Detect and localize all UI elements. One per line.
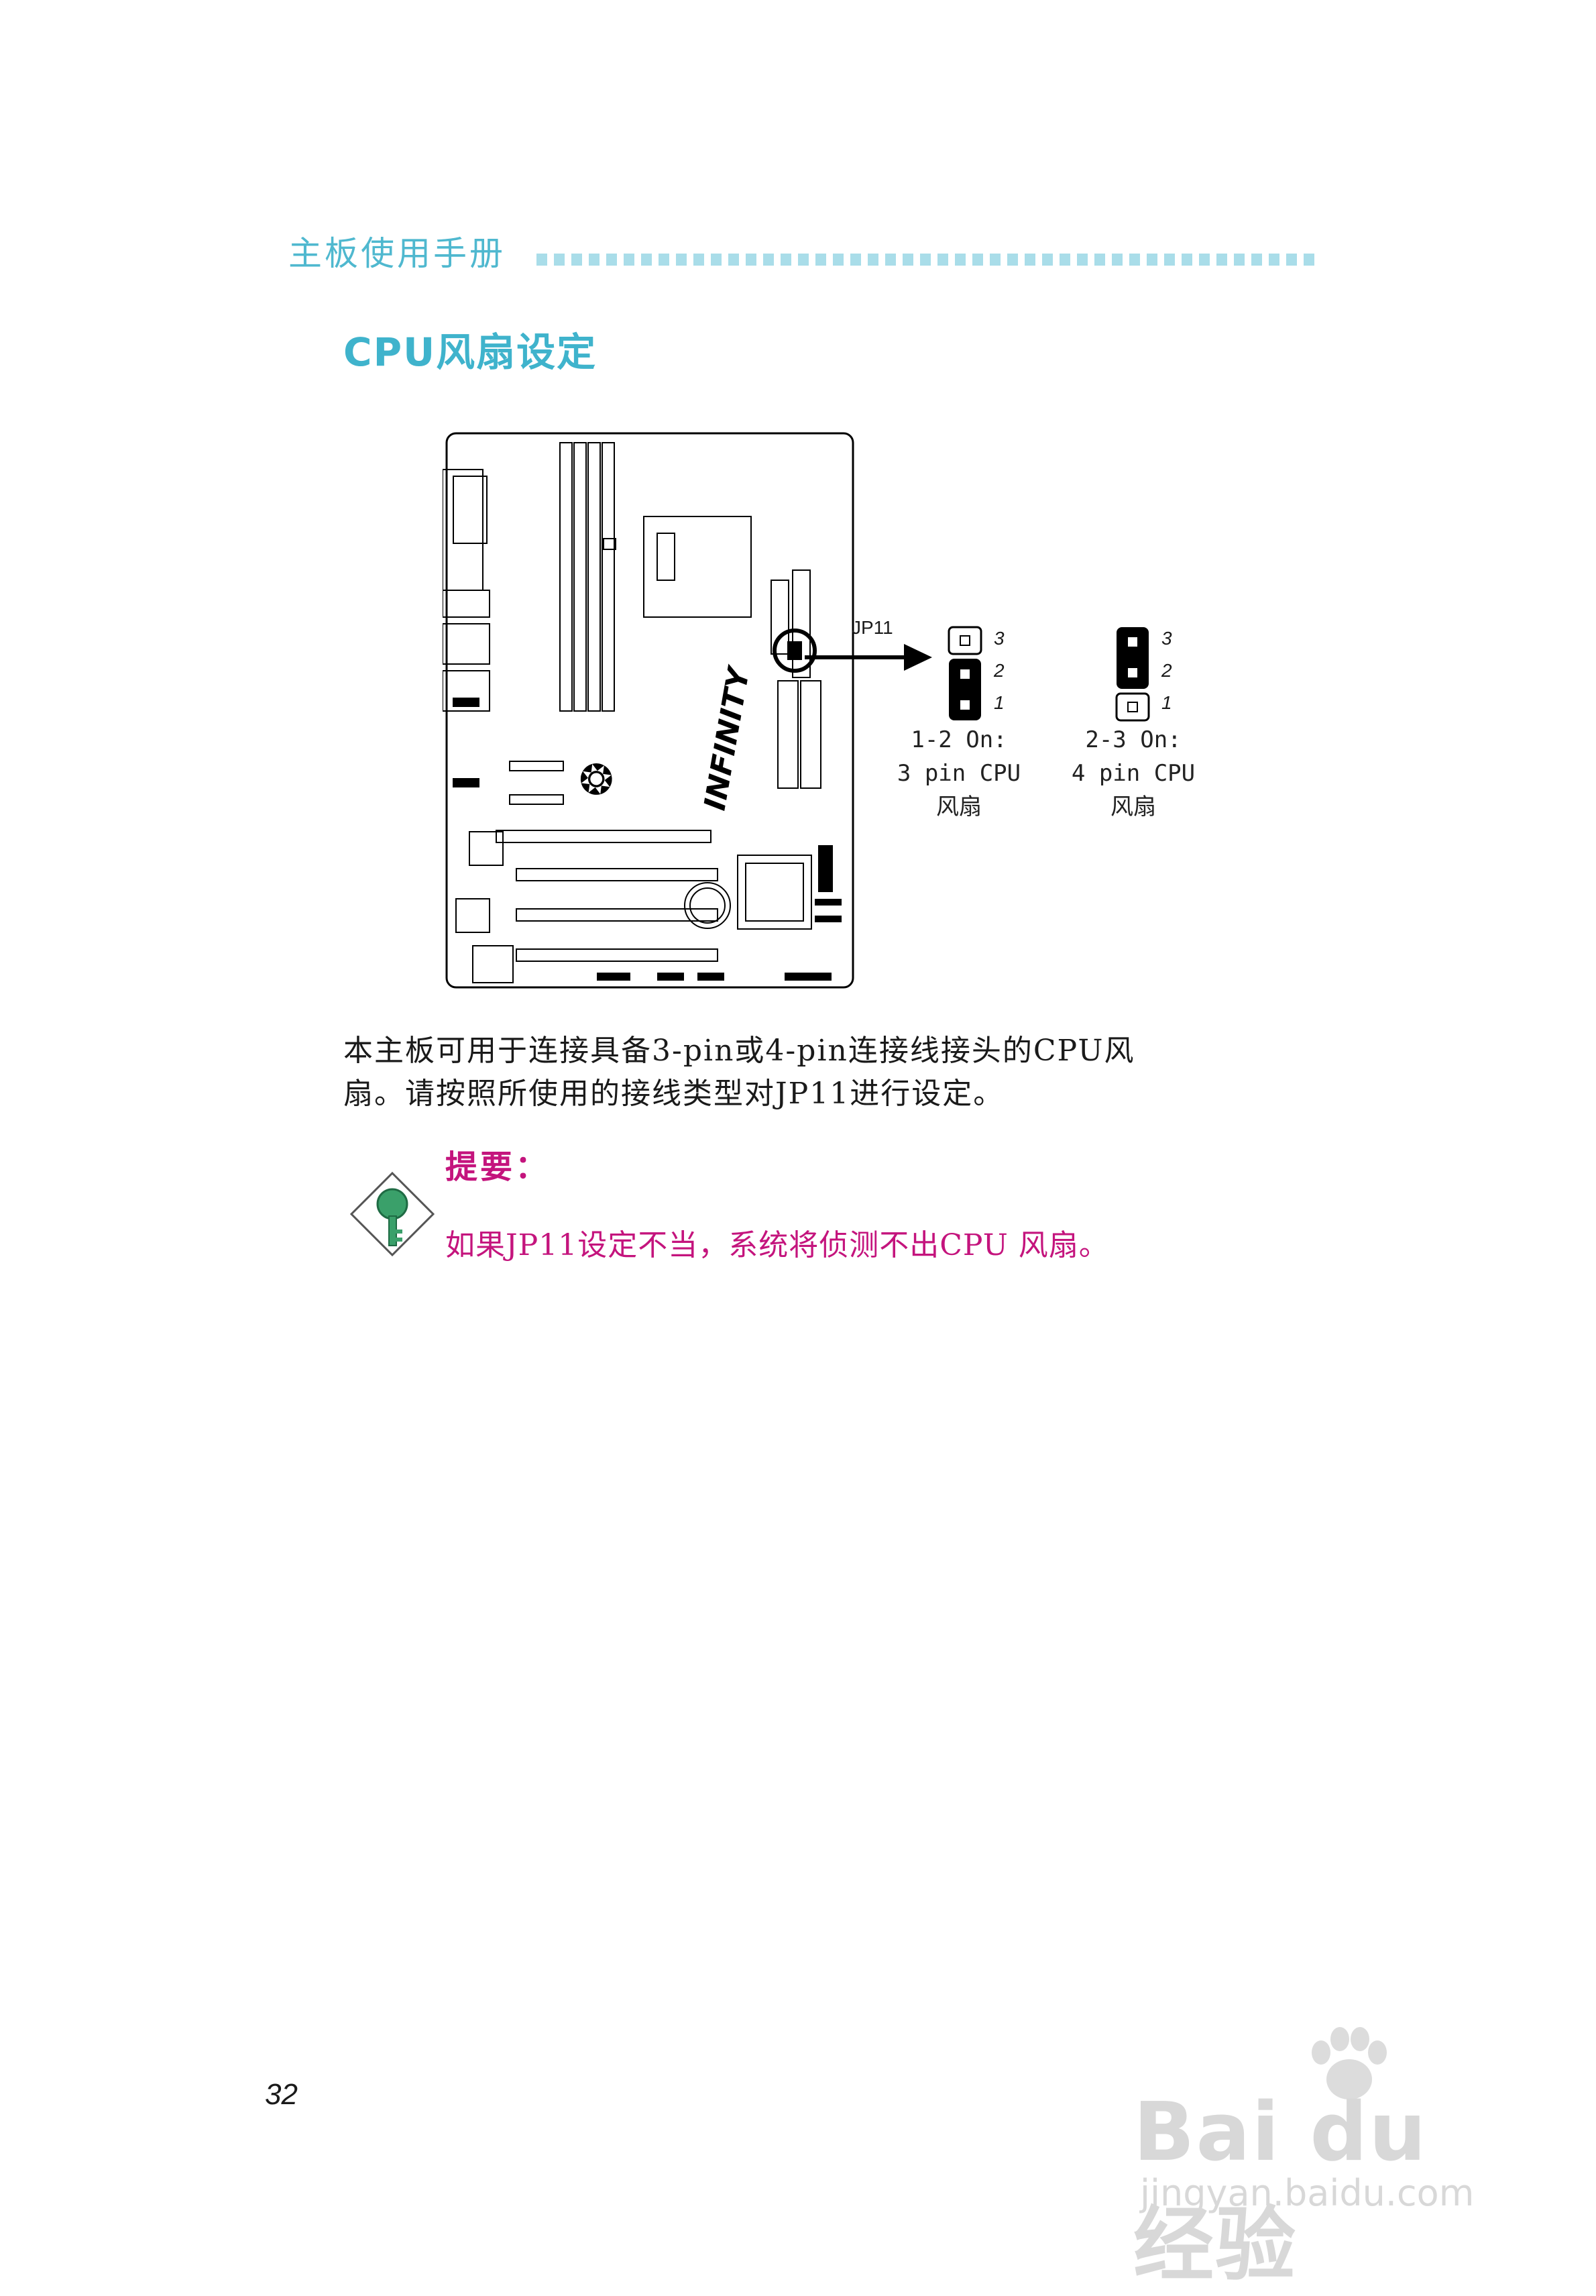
header-dot-rule [536,254,1314,266]
jumper-b-pins [1115,627,1150,722]
jumper-label: JP11 [852,617,893,638]
motherboard-diagram: ❂ INFINITY [443,432,854,989]
arrow-to-jumper [805,644,932,671]
jumper-b-pin-3: 3 [1161,628,1172,649]
manual-header-title: 主板使用手册 [288,234,506,273]
jumper-a-caption-line2: 3 pin CPU [897,760,1021,787]
baidu-watermark: Bai du 经验 jingyan.baidu.com [1133,2026,1509,2292]
jumper-b-caption-line3: 风扇 [1110,794,1156,820]
jumper-b-pin-2: 2 [1161,660,1172,681]
svg-text:❂: ❂ [573,752,620,808]
paw-icon [1312,2027,1387,2099]
key-icon [349,1171,435,1257]
jumper-a-caption: 1-2 On: 3 pin CPU 风扇 [878,723,1039,824]
section-title: CPU风扇设定 [343,329,597,375]
jumper-b-caption-line2: 4 pin CPU [1071,760,1196,787]
svg-text:INFINITY: INFINITY [698,663,757,813]
jumper-a-pins [948,626,982,720]
jumper-a-pin-3: 3 [994,628,1005,649]
watermark-url: jingyan.baidu.com [1140,2172,1475,2214]
jumper-a-caption-line3: 风扇 [936,794,982,820]
jumper-diagram: JP11 3 2 1 3 2 1 1-2 On: 3 pin CPU 风扇 2-… [852,604,1227,832]
jumper-b-caption-line1: 2-3 On: [1085,726,1182,753]
jumper-b-caption: 2-3 On: 4 pin CPU 风扇 [1053,723,1214,824]
jumper-a-pin-1: 1 [994,692,1005,713]
page-number: 32 [265,2078,298,2111]
jumper-b-pin-1: 1 [1161,692,1172,713]
body-paragraph: 本主板可用于连接具备3-pin或4-pin连接线接头的CPU风 扇。请按照所使用… [343,1030,1309,1115]
note-text: 如果JP11设定不当，系统将侦测不出CPU 风扇。 [445,1228,1109,1262]
jumper-a-caption-line1: 1-2 On: [911,726,1007,753]
body-line-2: 扇。请按照所使用的接线类型对JP11进行设定。 [343,1077,1005,1111]
note-title: 提要： [445,1148,551,1186]
jumper-a-pin-2: 2 [994,660,1005,681]
body-line-1: 本主板可用于连接具备3-pin或4-pin连接线接头的CPU风 [343,1034,1135,1068]
